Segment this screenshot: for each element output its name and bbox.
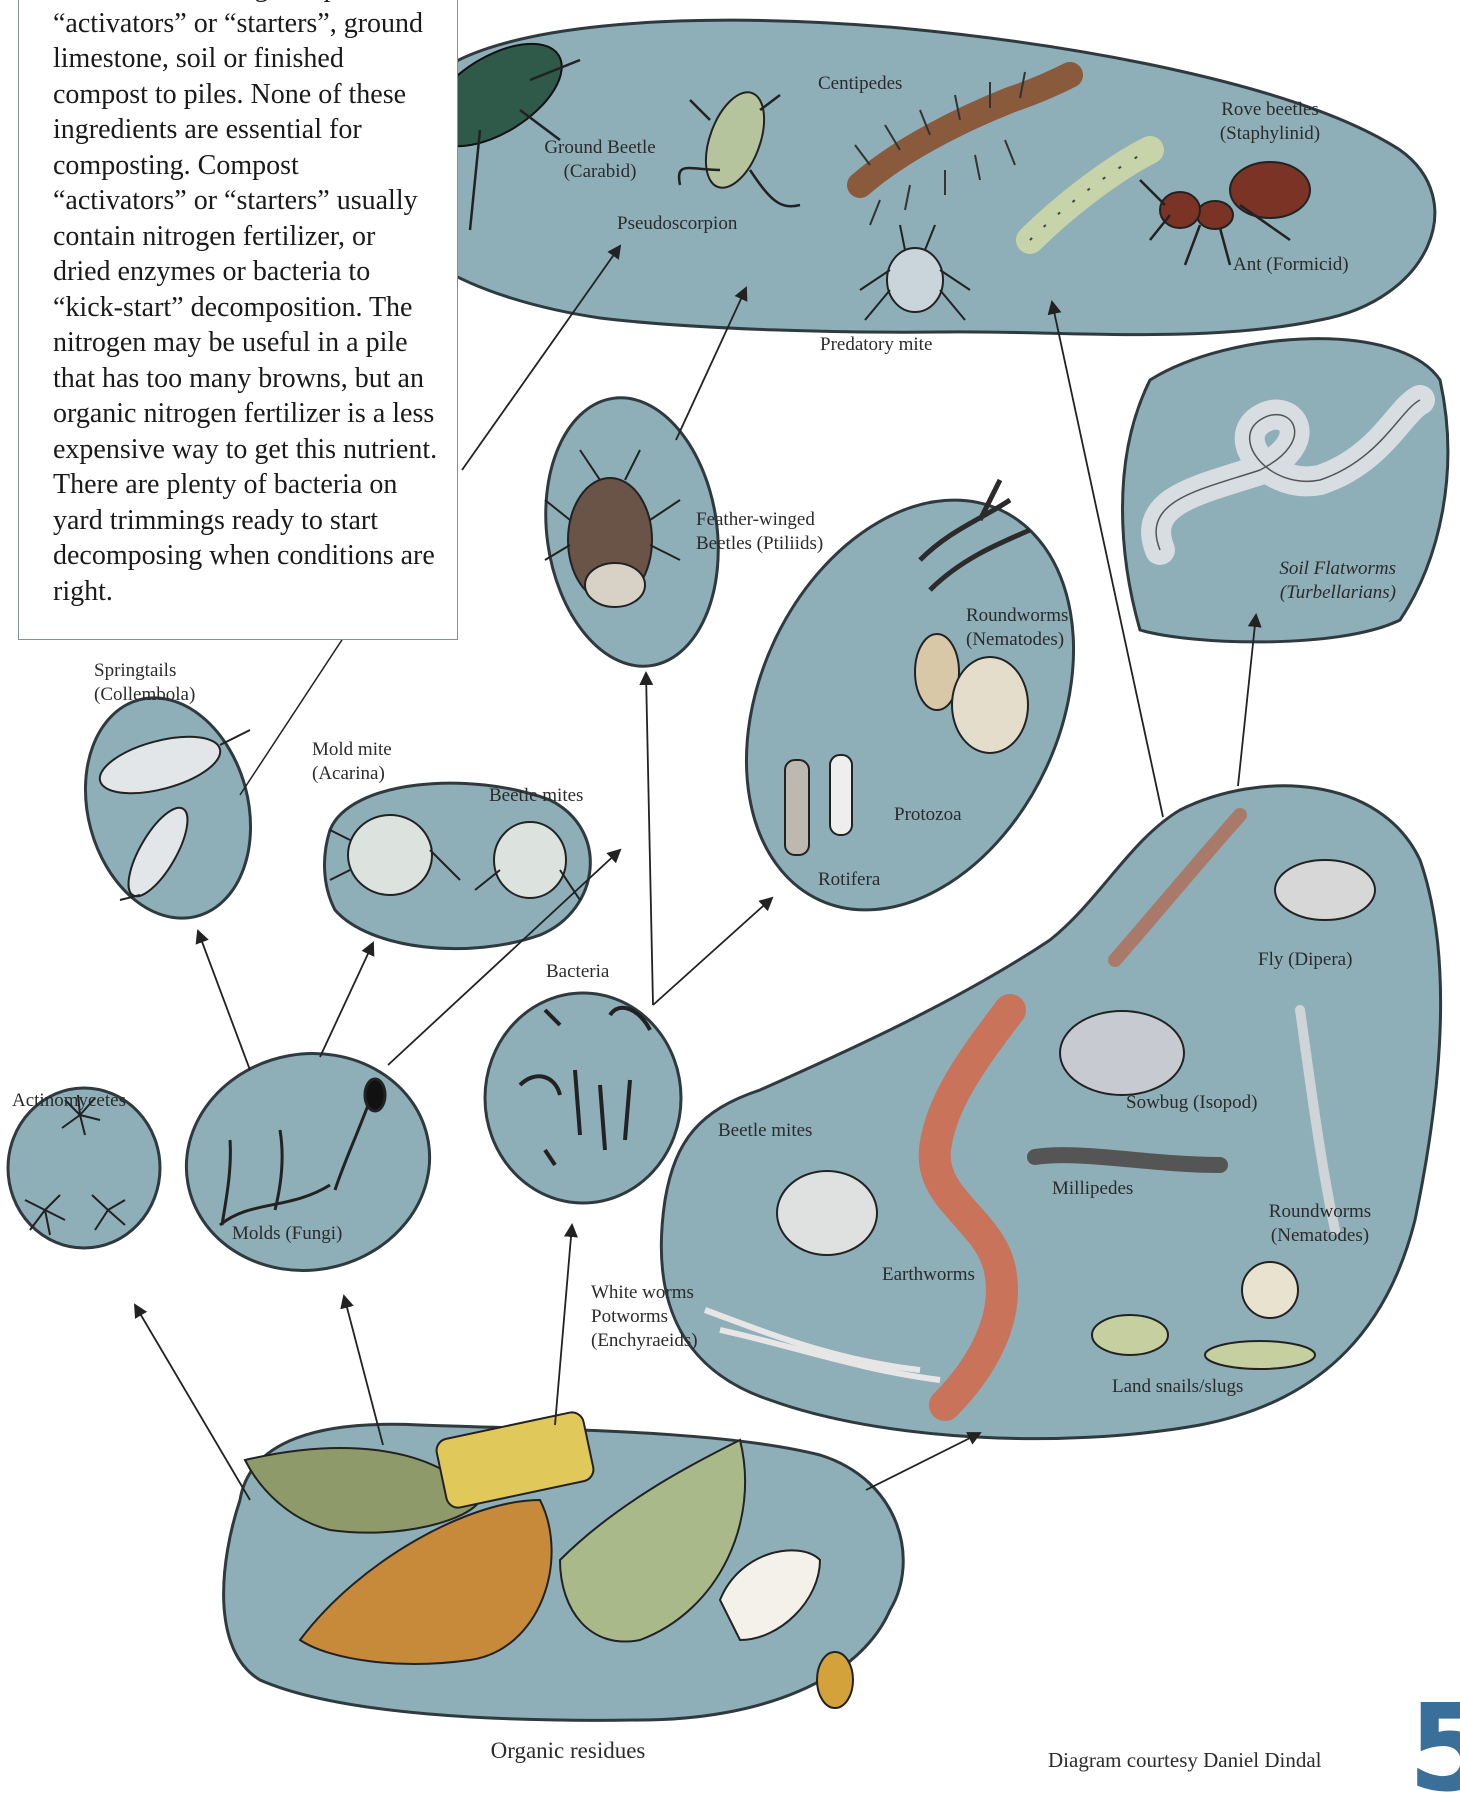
diagram-credit: Diagram courtesy Daniel Dindal xyxy=(1048,1748,1322,1773)
label-mold-mite-line1: Mold mite xyxy=(312,738,392,762)
label-springtails-line2: (Collembola) xyxy=(94,683,195,707)
label-flatworms: Soil Flatworms (Turbellarians) xyxy=(1262,557,1396,605)
label-molds: Molds (Fungi) xyxy=(232,1222,342,1246)
label-white-worms-line1: White worms xyxy=(591,1281,698,1305)
label-snails: Land snails/slugs xyxy=(1112,1375,1243,1399)
label-organic-residues: Organic residues xyxy=(448,1738,688,1764)
label-rotifera: Rotifera xyxy=(818,868,880,892)
label-rove-beetles: Rove beetles (Staphylinid) xyxy=(1195,98,1345,146)
label-springtails-line1: Springtails xyxy=(94,659,195,683)
bacteria-blob xyxy=(485,993,681,1203)
label-rove-beetles-line1: Rove beetles xyxy=(1195,98,1345,122)
label-micro-roundworms: Roundworms (Nematodes) xyxy=(966,604,1068,652)
label-bacteria: Bacteria xyxy=(546,960,609,984)
label-mold-mite-line2: (Acarina) xyxy=(312,762,392,786)
label-fly: Fly (Dipera) xyxy=(1258,948,1352,972)
label-millipedes: Millipedes xyxy=(1052,1177,1133,1201)
label-earthworms: Earthworms xyxy=(882,1263,975,1287)
info-note-box: recommend adding compost “activators” or… xyxy=(18,0,458,640)
label-white-worms: White worms Potworms (Enchyraeids) xyxy=(591,1281,698,1353)
label-ground-beetle-line2: (Carabid) xyxy=(540,160,660,184)
label-feather-winged-line1: Feather-winged xyxy=(696,508,823,532)
label-ant: Ant (Formicid) xyxy=(1233,253,1349,277)
label-ground-beetle-line1: Ground Beetle xyxy=(540,136,660,160)
info-note-text: recommend adding compost “activators” or… xyxy=(53,0,439,609)
label-actinomycetes: Actinomycetes xyxy=(12,1089,126,1113)
molds-blob xyxy=(169,1034,447,1289)
label-protozoa: Protozoa xyxy=(894,803,962,827)
label-centipedes: Centipedes xyxy=(818,72,902,96)
label-macro-roundworms-line2: (Nematodes) xyxy=(1255,1224,1385,1248)
label-white-worms-line2: Potworms xyxy=(591,1305,698,1329)
label-rove-beetles-line2: (Staphylinid) xyxy=(1195,122,1345,146)
label-feather-winged-line2: Beetles (Ptiliids) xyxy=(696,532,823,556)
label-beetle-mites-small: Beetle mites xyxy=(489,784,583,808)
label-predatory-mite: Predatory mite xyxy=(820,333,932,357)
label-flatworms-line1: Soil Flatworms xyxy=(1262,557,1396,581)
label-micro-roundworms-line1: Roundworms xyxy=(966,604,1068,628)
label-mold-mite: Mold mite (Acarina) xyxy=(312,738,392,786)
label-micro-roundworms-line2: (Nematodes) xyxy=(966,628,1068,652)
label-ground-beetle: Ground Beetle (Carabid) xyxy=(540,136,660,184)
label-flatworms-line2: (Turbellarians) xyxy=(1262,581,1396,605)
label-feather-winged: Feather-winged Beetles (Ptiliids) xyxy=(696,508,823,556)
page-number: 5 xyxy=(1408,1690,1460,1810)
springtails-blob xyxy=(62,679,275,937)
label-sowbug: Sowbug (Isopod) xyxy=(1126,1091,1257,1115)
label-springtails: Springtails (Collembola) xyxy=(94,659,195,707)
label-white-worms-line3: (Enchyraeids) xyxy=(591,1329,698,1353)
label-macro-roundworms: Roundworms (Nematodes) xyxy=(1255,1200,1385,1248)
label-beetle-mites-large: Beetle mites xyxy=(718,1119,812,1143)
label-pseudoscorpion: Pseudoscorpion xyxy=(617,212,737,236)
label-macro-roundworms-line1: Roundworms xyxy=(1255,1200,1385,1224)
